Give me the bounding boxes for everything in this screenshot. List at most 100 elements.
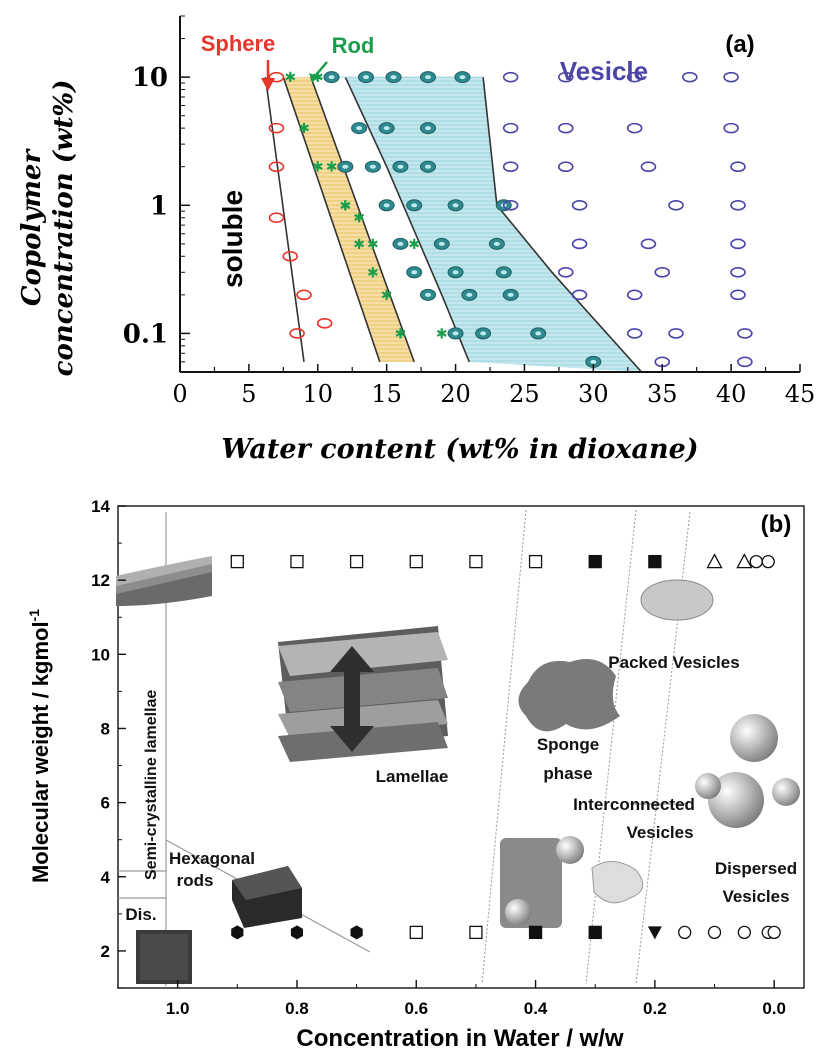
x-tick-label-a: 30 — [578, 380, 609, 408]
panel-b: (b) — [26, 497, 805, 1052]
sphere-point — [268, 71, 285, 83]
vesicle-label: Vesicle — [560, 56, 648, 86]
mixed-point-core — [507, 292, 514, 297]
y-tick-label-b: 2 — [101, 942, 110, 961]
panel-a: ✱✱✱✱✱✱✱✱✱✱✱✱✱✱✱✱ 0510152025303540451010.… — [17, 15, 816, 465]
mixed-point-core — [425, 126, 431, 131]
vesicle-point — [626, 122, 643, 134]
open-circle-point — [749, 554, 763, 569]
packed-vesicles-illustration — [640, 579, 714, 621]
mixed-point-core — [480, 331, 487, 336]
rod-point: ✱ — [326, 159, 338, 175]
y-tick-label-b: 6 — [101, 794, 110, 813]
dispersed-label-line1: Dispersed — [715, 859, 797, 878]
rod-point: ✱ — [312, 159, 324, 175]
mixed-region — [345, 77, 642, 372]
x-tick-label-a: 45 — [785, 380, 816, 408]
vesicle-point — [730, 289, 746, 301]
mixed-point-core — [363, 75, 369, 80]
panel-label-a: (a) — [725, 31, 754, 58]
vesicle-point — [640, 238, 657, 250]
sphere-arrow — [261, 60, 275, 91]
filled-hexagon-point — [350, 925, 363, 940]
vesicle-point — [737, 356, 753, 368]
mixed-point-core — [459, 75, 466, 80]
open-square-point — [290, 554, 304, 569]
vesicle-point — [557, 161, 574, 173]
x-axis-title-b: Concentration in Water / w/w — [296, 1025, 623, 1052]
y-tick-label-a: 0.1 — [123, 319, 168, 349]
open-square-point — [469, 554, 483, 569]
vesicle-point — [502, 71, 519, 83]
y-axis-title-line2: concentration (wt%) — [49, 80, 79, 377]
mixed-point-core — [397, 241, 404, 246]
rod-point: ✱ — [284, 69, 296, 85]
sponge-phase-illustration — [518, 659, 620, 732]
mixed-point-core — [535, 331, 542, 336]
open-square-point — [409, 554, 423, 569]
vesicle-point — [668, 328, 684, 339]
open-triangle-point — [706, 553, 723, 569]
mixed-point-core — [466, 292, 473, 297]
mixed-point-core — [356, 126, 363, 131]
mixed-point-core — [452, 203, 459, 208]
open-triangle-point — [736, 553, 753, 569]
sponge-label-line1: Sponge — [537, 735, 599, 754]
mixed-point-core — [425, 164, 431, 169]
boundary-rod-mixed — [310, 76, 415, 363]
y-tick-label-a: 10 — [132, 63, 168, 93]
lamellae-label: Lamellae — [376, 767, 449, 786]
y-tick-label-a: 1 — [150, 191, 168, 221]
open-square-point — [469, 925, 483, 940]
vesicle-point — [723, 71, 739, 83]
vesicle-point — [571, 238, 588, 250]
vesicle-point — [502, 122, 519, 134]
plot-frame-b — [117, 505, 805, 989]
sphere-point — [268, 161, 285, 173]
filled-hexagon-point — [231, 925, 244, 940]
vesicle-point — [730, 266, 746, 278]
region-boundaries — [118, 509, 691, 986]
vesicle-point — [571, 199, 588, 211]
x-tick-label-b: 0.2 — [643, 999, 667, 1018]
vesicle-point — [502, 161, 519, 173]
open-circle-point — [761, 554, 775, 569]
x-tick-label-a: 15 — [371, 380, 402, 408]
sphere-point — [268, 122, 285, 134]
rod-label: Rod — [332, 33, 375, 58]
y-tick-label-b: 14 — [91, 497, 110, 516]
mixed-point-core — [369, 164, 376, 169]
interconnected-label-line1: Interconnected — [573, 795, 695, 814]
x-tick-label-b: 0.8 — [285, 999, 309, 1018]
x-axis-title-a: Water content (wt% in dioxane) — [221, 434, 698, 465]
sphere-point — [316, 317, 333, 329]
mixed-point-core — [452, 331, 459, 336]
vesicle-point — [730, 161, 746, 173]
vesicle-point — [626, 328, 643, 339]
filled-hexagon-point — [290, 925, 303, 940]
mixed-point-core — [493, 241, 500, 246]
y-tick-label-b: 4 — [101, 868, 111, 887]
vesicle-point — [557, 71, 574, 83]
data-points-b — [230, 553, 781, 940]
rod-point: ✱ — [381, 287, 393, 303]
vesicle-point — [654, 266, 671, 278]
rod-point: ✱ — [353, 210, 365, 226]
disordered-illustration — [136, 930, 192, 984]
x-tick-label-a: 25 — [509, 380, 540, 408]
mixed-point-core — [452, 270, 459, 275]
rod-point: ✱ — [395, 325, 407, 341]
packed-vesicles-label: Packed Vesicles — [608, 653, 739, 672]
rod-point: ✱ — [367, 236, 379, 252]
open-square-point — [349, 554, 364, 569]
boundary-sphere-rod — [282, 76, 381, 363]
vesicle-point — [571, 289, 588, 301]
mixed-point-core — [438, 241, 445, 246]
x-tick-label-b: 0.0 — [762, 999, 786, 1018]
vesicle-point — [626, 289, 643, 301]
mixed-point-core — [397, 164, 404, 169]
vesicle-point — [640, 161, 657, 173]
dispersed-vesicles-illustration — [695, 714, 800, 828]
rod-arrow — [309, 61, 328, 82]
